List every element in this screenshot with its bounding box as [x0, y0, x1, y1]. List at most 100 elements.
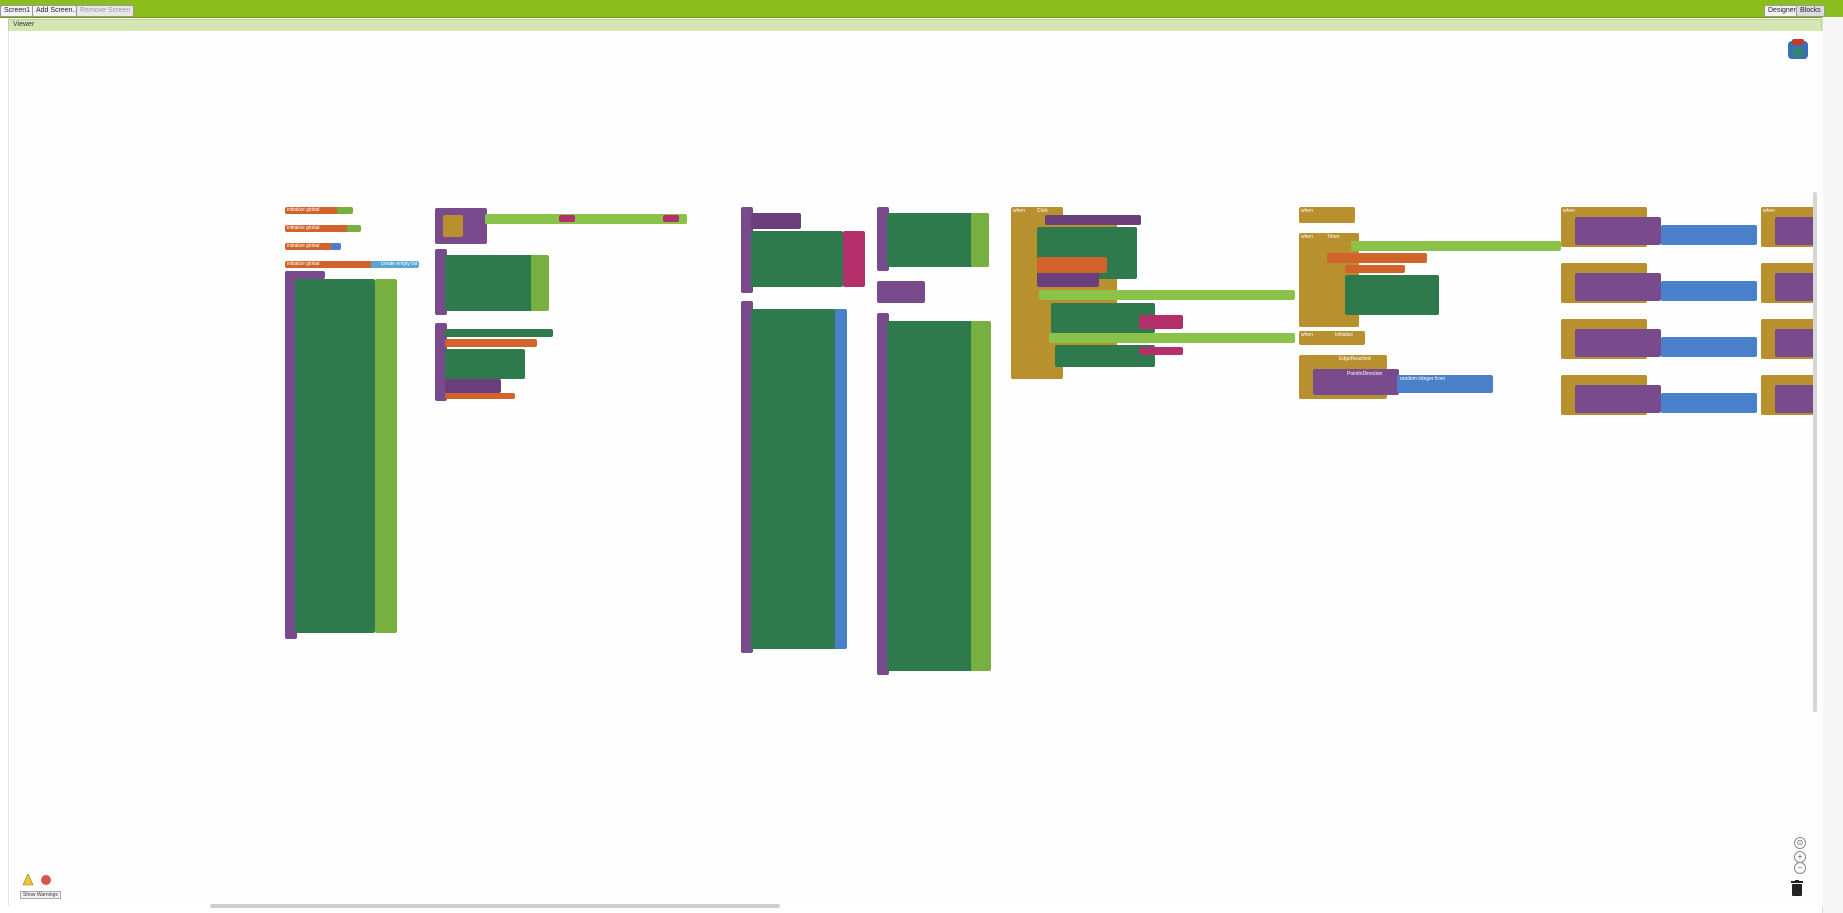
global-label: initialize global: [287, 261, 320, 267]
boolean-values-column[interactable]: [531, 255, 549, 311]
create-empty-list-label: create empty list: [381, 261, 418, 267]
compare-block[interactable]: [485, 214, 687, 224]
create-empty-list-block[interactable]: create empty list: [371, 261, 419, 268]
event-button-click[interactable]: when: [1299, 207, 1355, 223]
set-statements-stack[interactable]: [751, 231, 843, 287]
global-variable-block[interactable]: initialize global: [285, 225, 351, 232]
call-points-direction[interactable]: [1775, 217, 1815, 245]
random-integer-block[interactable]: [1661, 225, 1757, 245]
set-statements-stack[interactable]: [887, 321, 973, 671]
set-global-statement[interactable]: [1327, 253, 1427, 263]
trash-icon[interactable]: [1791, 880, 1803, 896]
text-values-column[interactable]: [843, 231, 865, 287]
text-values[interactable]: [1139, 315, 1183, 329]
call-statements[interactable]: [445, 379, 501, 393]
boolean-values-column[interactable]: [375, 279, 397, 633]
error-icon: [41, 875, 51, 885]
logic-and-block[interactable]: [1049, 333, 1295, 343]
logic-and-block[interactable]: [1039, 290, 1295, 300]
set-global-statement[interactable]: [1037, 257, 1107, 273]
set-global-statement[interactable]: [445, 393, 515, 399]
global-label: initialize global: [287, 243, 320, 249]
text-values[interactable]: [1139, 347, 1183, 355]
vertical-scrollbar[interactable]: [1813, 192, 1817, 712]
procedure-block[interactable]: [877, 313, 889, 675]
set-statements-stack[interactable]: [445, 349, 525, 379]
call-points-direction[interactable]: [1575, 329, 1661, 357]
number-block[interactable]: [331, 243, 341, 250]
blocks-button[interactable]: Blocks: [1796, 5, 1825, 17]
warnings-panel: Show Warnings: [20, 873, 61, 901]
text-block[interactable]: [559, 215, 575, 222]
call-points-direction[interactable]: [1575, 273, 1661, 301]
global-variable-block[interactable]: initialize global: [285, 207, 349, 214]
call-statements[interactable]: [1037, 273, 1099, 287]
call-points-direction[interactable]: [1775, 329, 1815, 357]
random-integer-block[interactable]: random integer from: [1397, 375, 1493, 393]
show-warnings-button[interactable]: Show Warnings: [20, 891, 61, 899]
procedure-block[interactable]: [435, 249, 447, 315]
set-statements-stack[interactable]: [445, 255, 533, 311]
when-label: when: [1301, 332, 1313, 338]
call-points-direction[interactable]: [1775, 385, 1815, 413]
global-label: initialize global: [287, 207, 320, 213]
call-points-direction[interactable]: [1575, 385, 1661, 413]
value-block[interactable]: [347, 225, 361, 232]
zoom-out-icon[interactable]: −: [1794, 862, 1806, 874]
procedure-block[interactable]: [741, 301, 753, 653]
blocks-workspace[interactable]: initialize global initialize global init…: [8, 31, 1823, 906]
when-label: when: [1301, 234, 1313, 240]
initialize-label: Initialize: [1335, 332, 1354, 338]
set-statements-stack[interactable]: [1051, 303, 1155, 333]
procedure-block[interactable]: [741, 207, 753, 293]
set-statements-stack[interactable]: [295, 279, 375, 633]
viewer-title: Viewer: [13, 21, 35, 28]
random-integer-block[interactable]: [1661, 337, 1757, 357]
horizontal-scrollbar[interactable]: [210, 904, 780, 908]
event-screen-initialize[interactable]: when Initialize: [1299, 331, 1365, 345]
designer-button[interactable]: Designer: [1764, 5, 1801, 17]
backpack-icon[interactable]: [1784, 37, 1812, 61]
set-statements-stack[interactable]: [1055, 345, 1155, 367]
set-statement[interactable]: [445, 329, 553, 337]
call-statements[interactable]: [751, 213, 801, 229]
procedure-block[interactable]: [877, 281, 925, 303]
random-integer-label: random integer from: [1400, 376, 1446, 382]
set-statements-stack[interactable]: [751, 309, 837, 649]
set-statements-stack[interactable]: [887, 213, 973, 267]
click-label: Click: [1037, 208, 1048, 214]
number-values-column[interactable]: [835, 309, 847, 649]
set-global-statement[interactable]: [445, 339, 537, 347]
call-points-direction[interactable]: [1775, 273, 1815, 301]
call-block[interactable]: [1045, 215, 1141, 225]
get-global[interactable]: [1345, 265, 1405, 273]
text-block[interactable]: [663, 215, 679, 222]
random-integer-block[interactable]: [1661, 281, 1757, 301]
call-points-direction[interactable]: PointInDirection: [1313, 369, 1399, 395]
warning-icon: [22, 873, 34, 886]
procedure-header[interactable]: [285, 271, 325, 279]
remove-screen-button[interactable]: Remove Screen: [76, 5, 135, 17]
value-block[interactable]: [337, 207, 353, 214]
procedure-block[interactable]: [435, 323, 447, 401]
procedure-block[interactable]: [285, 271, 297, 639]
compare-block[interactable]: [1351, 241, 1561, 251]
global-label: initialize global: [287, 225, 320, 231]
when-label: when: [1013, 208, 1025, 214]
random-integer-block[interactable]: [1661, 393, 1757, 413]
boolean-values-column[interactable]: [971, 321, 991, 671]
add-screen-button[interactable]: Add Screen...: [32, 5, 83, 17]
procedure-block[interactable]: [877, 207, 889, 271]
when-label: when: [1563, 208, 1575, 214]
center-icon[interactable]: ⊙: [1794, 837, 1806, 849]
boolean-values-column[interactable]: [971, 213, 989, 267]
when-label: when: [1763, 208, 1775, 214]
set-statements-stack[interactable]: [1345, 275, 1439, 315]
global-variable-block[interactable]: initialize global: [285, 261, 379, 268]
global-variable-block[interactable]: initialize global: [285, 243, 335, 250]
right-scroll-gutter: [1822, 17, 1843, 913]
call-points-direction[interactable]: [1575, 217, 1661, 245]
if-block[interactable]: [443, 215, 463, 237]
points-direction-label: PointInDirection: [1347, 371, 1383, 377]
when-label: when: [1301, 208, 1313, 214]
